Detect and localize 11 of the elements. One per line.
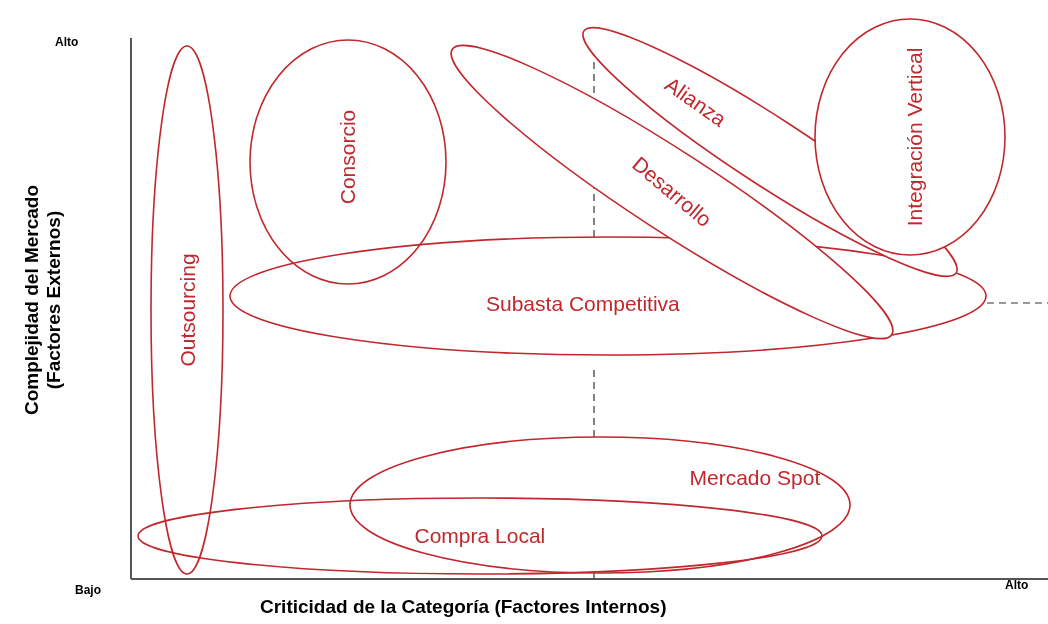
axis-title: Complejidad del Mercado (Factores Externos) bbox=[21, 183, 65, 418]
strategy-label: Consorcio bbox=[335, 109, 360, 205]
strategy-label: Subasta Competitiva bbox=[486, 292, 680, 316]
axis-tick-label: Alto bbox=[1005, 578, 1029, 592]
strategy-label: Compra Local bbox=[414, 524, 546, 548]
axis-tick-label: Alto bbox=[55, 35, 79, 49]
axis-tick-label: Bajo bbox=[75, 583, 101, 597]
strategy-label: Mercado Spot bbox=[689, 466, 821, 490]
strategy-label: Outsourcing bbox=[175, 253, 200, 367]
strategy-label: Integración Vertical bbox=[902, 47, 927, 227]
axis-title: Criticidad de la Categoría (Factores Internos) bbox=[260, 596, 667, 618]
